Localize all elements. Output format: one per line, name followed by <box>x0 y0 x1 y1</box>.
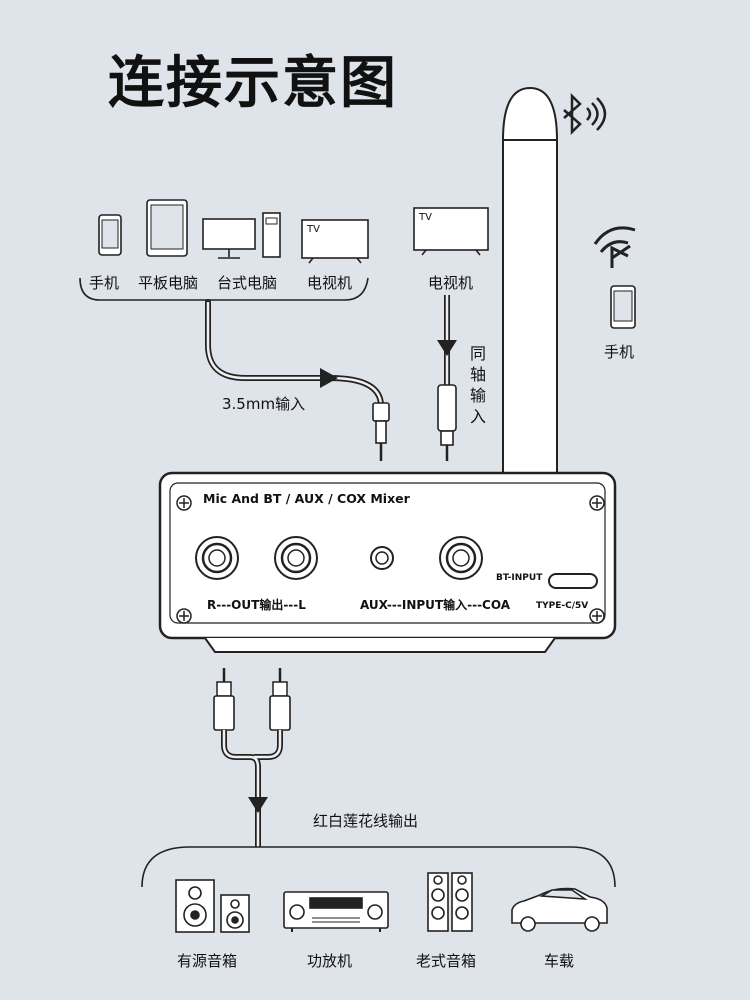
type-c-label: TYPE-C/5V <box>536 601 589 611</box>
output-label-active-speaker: 有源音箱 <box>177 952 238 970</box>
output-label-car: 车载 <box>544 952 575 970</box>
tv-screen-text-left: TV <box>307 224 320 235</box>
arrow-3.5mm <box>320 368 338 388</box>
coax-label-char: 轴 <box>469 365 486 384</box>
rca-output-label: 红白莲花线输出 <box>313 812 419 830</box>
amplifier-icon <box>283 891 389 932</box>
active-speaker-icon <box>175 879 250 933</box>
tv-icon-left <box>301 219 369 264</box>
cable-3.5mm <box>205 299 384 408</box>
car-icon <box>511 887 608 932</box>
floor-speaker-icon <box>427 872 473 932</box>
tablet-icon <box>146 199 188 257</box>
tv-icon-right <box>413 207 489 256</box>
input-3.5mm-label: 3.5mm输入 <box>222 395 306 413</box>
source-bracket <box>79 277 369 301</box>
source-label-tv: 电视机 <box>307 274 353 292</box>
source-label-tablet: 平板电脑 <box>138 274 199 292</box>
coax-label-char: 入 <box>469 407 486 426</box>
wireless-signal-icon <box>593 226 636 268</box>
output-label-amplifier: 功放机 <box>307 952 353 970</box>
coax-label: 同 轴 输 入 <box>468 343 488 427</box>
source-label-desktop: 台式电脑 <box>217 274 278 292</box>
output-bracket <box>141 846 616 888</box>
plug-3.5mm-icon <box>372 402 390 461</box>
source-label-tv-right: 电视机 <box>428 274 474 292</box>
arrow-coax <box>437 340 457 356</box>
coax-label-char: 同 <box>469 344 486 363</box>
in-label: AUX---INPUT输入---COA <box>360 598 511 612</box>
phone-bt-label: 手机 <box>604 343 635 361</box>
rca-output-cable <box>213 668 291 847</box>
arrow-rca <box>248 797 268 813</box>
phone-icon-right <box>610 285 636 329</box>
out-label: R---OUT输出---L <box>207 598 306 612</box>
phone-icon <box>98 214 122 256</box>
source-label-phone: 手机 <box>89 274 120 292</box>
mixer-device <box>158 471 617 653</box>
tv-screen-text-right: TV <box>419 212 432 223</box>
plug-rca-coax-icon <box>437 384 457 461</box>
device-name: Mic And BT / AUX / COX Mixer <box>203 491 410 506</box>
bt-input-label: BT-INPUT <box>496 573 543 583</box>
desktop-computer-icon <box>202 212 281 259</box>
coax-label-char: 输 <box>469 386 486 405</box>
page-title: 连接示意图 <box>108 51 398 116</box>
output-label-floor-speaker: 老式音箱 <box>416 952 477 970</box>
bluetooth-icon <box>563 92 607 136</box>
